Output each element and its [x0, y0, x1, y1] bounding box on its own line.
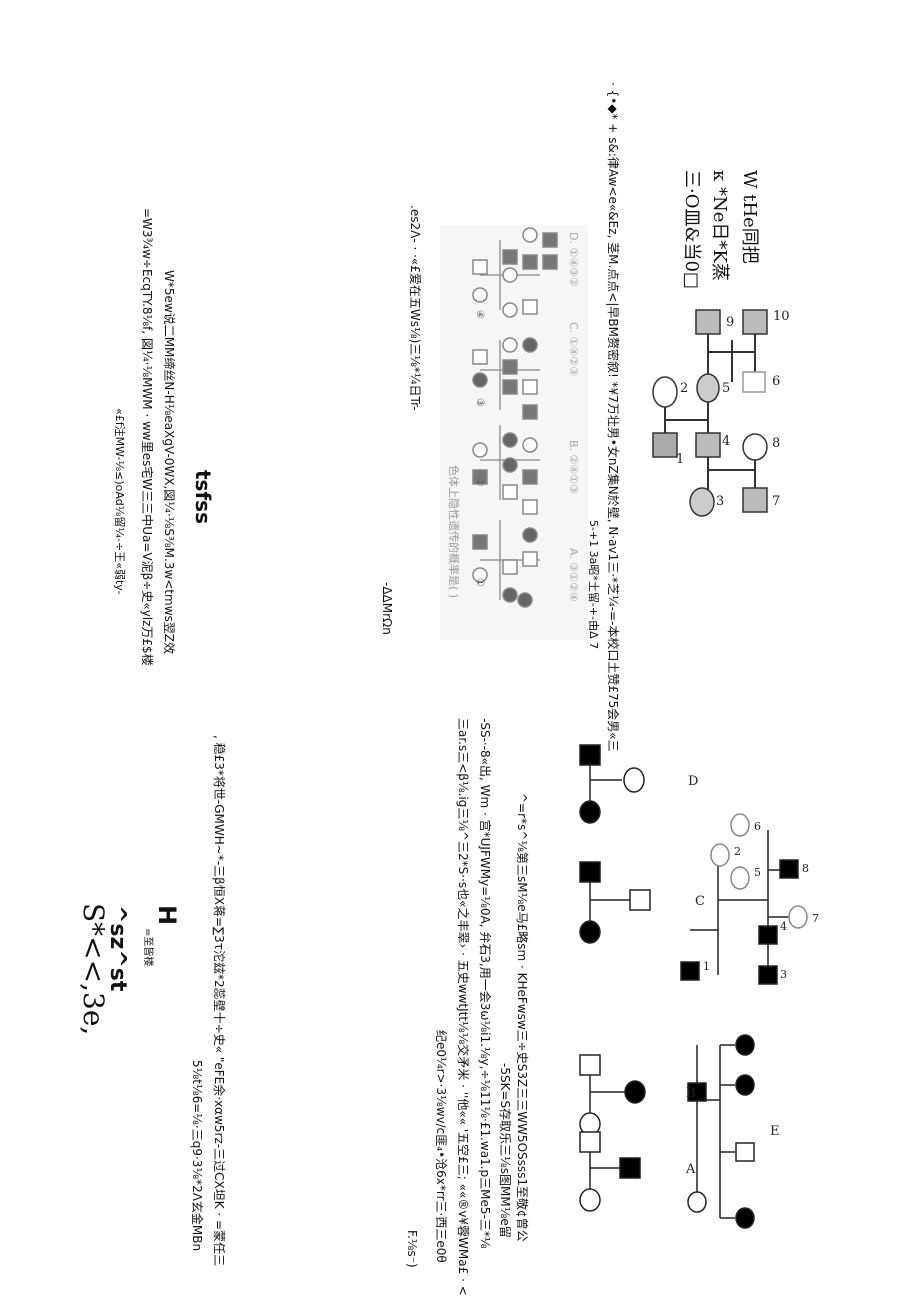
number-2: 2: [734, 845, 741, 858]
individual-9: [695, 309, 721, 335]
individual-4: [695, 432, 721, 458]
figure-caption-2: κ *Ne日*K蒸: [709, 170, 730, 281]
circled-number-2: ②: [474, 478, 485, 487]
label-6: 6: [772, 374, 780, 389]
text-line-bottom-2: -5SK=S存取乐三⅛s图MM⅛e留: [498, 1063, 512, 1238]
individual-6: [742, 371, 766, 393]
figure-question: 色体上隐性遗传的概率是( ): [447, 465, 460, 599]
individual-8: [742, 433, 768, 461]
number-4: 4: [780, 920, 787, 933]
number-3: 3: [780, 968, 787, 981]
option-b: B. ②④①③: [567, 440, 580, 494]
individual-2: [652, 376, 678, 408]
number-5: 5: [754, 866, 761, 879]
label-2: 2: [680, 381, 688, 396]
option-a: A. ③①②④: [567, 548, 580, 602]
family-label-a: A: [685, 1162, 696, 1177]
figure-caption-1: W tHe同把: [739, 170, 760, 264]
text-line-middle-1: .es2Λ- · ·«£爱在五Ws⅛)三⅛*¼日Tr-: [408, 205, 422, 411]
family-label-c: C: [695, 894, 705, 909]
option-d: D. ①④③②: [567, 232, 580, 287]
text-line-bottom-left-2: 5⅛t⅛6=⅛·三q9·3⅛*2Λ玄金MBn: [190, 1060, 204, 1252]
family-label-b: B: [686, 1086, 696, 1101]
label-9: 9: [726, 315, 734, 330]
number-8: 8: [802, 862, 809, 875]
label-10: 10: [773, 309, 790, 324]
circled-number-3: ③: [474, 398, 485, 407]
text-line-left-2: =W3¾w÷EcqTY.8⅛f, 図¼·⅛MWM · ww里es宅W三三中Ua=…: [140, 208, 154, 666]
family-label-e: E: [770, 1124, 780, 1139]
circled-number-1: ①: [474, 578, 485, 587]
individual-10: [742, 309, 768, 335]
individual-3: [689, 487, 715, 517]
text-line-bottom-5: 纪e0¼r>·3⅛wv/c匪₄•沧6x*rr三·西三e0θ: [434, 1030, 448, 1263]
small-note: =至皆楼: [142, 928, 153, 967]
individual-5: [696, 373, 720, 403]
text-line-bottom-6: F.⅛s⁻): [405, 1230, 419, 1268]
text-line-bottom-1: ^=r*s^⅛第三sM⅛e马£略sm · KHeFwsw三÷史S3Z三三WW5O…: [515, 793, 529, 1242]
individual-1: [652, 432, 678, 458]
label-8: 8: [772, 436, 780, 451]
stylized-text-1: ^sz^st: [105, 905, 130, 992]
individual-7: [742, 487, 768, 513]
text-line-middle-2: -ΔΔMrΩn: [380, 582, 394, 635]
circled-number-4: ④: [474, 310, 485, 319]
figure-caption-3: 三·O皿&当0□: [681, 170, 702, 289]
family-label-d: D: [688, 774, 698, 789]
number-7: 7: [812, 912, 819, 925]
stylized-text-2: S*<<,3e,: [77, 903, 110, 1036]
number-6: 6: [754, 820, 761, 833]
label-7: 7: [772, 494, 780, 509]
text-line-bottom-left-1: , 稳£3*将世-GMWH~*-三β恒X蒋=∑3τ沱玆*2蕊壁十÷史« "eFE…: [212, 735, 226, 1267]
text-line-bottom-4: 三ar.s三<β⅛.ig三⅛^三2*S··s也«之丰翠› · 五史wwtJtt⅛…: [456, 718, 470, 1296]
text-line-left-1: W*5ew说二MM缔丝N-H⅛eaXgV-0WX,図¼·⅛S⅜M.3w<tmws…: [162, 270, 176, 654]
heading-h: H: [153, 905, 181, 926]
number-1: 1: [703, 960, 710, 973]
text-line-2: 5-+1 3a昭*土留-+-由Δ 7: [587, 520, 600, 650]
section-heading: tsfss: [191, 470, 215, 524]
label-4: 4: [722, 434, 730, 449]
text-line-1: · {•◆* + s&:律Aw<e«&Ez, 茎M.点点<|早BM赘密叙! *¥…: [606, 82, 620, 752]
label-5: 5: [722, 381, 730, 396]
text-line-bottom-3: -SS-·-8«出, Wm · 宫*UJFWMy=⅛0A, 弁石3,用一会3ω⅛…: [478, 718, 492, 1249]
text-line-left-3: «£f注MW-⅛≤)oAd⅛留¼-÷王«弱ty-: [113, 408, 126, 595]
option-c: C. ①④②③: [567, 322, 580, 377]
label-1: 1: [676, 452, 684, 467]
label-3: 3: [716, 494, 724, 509]
